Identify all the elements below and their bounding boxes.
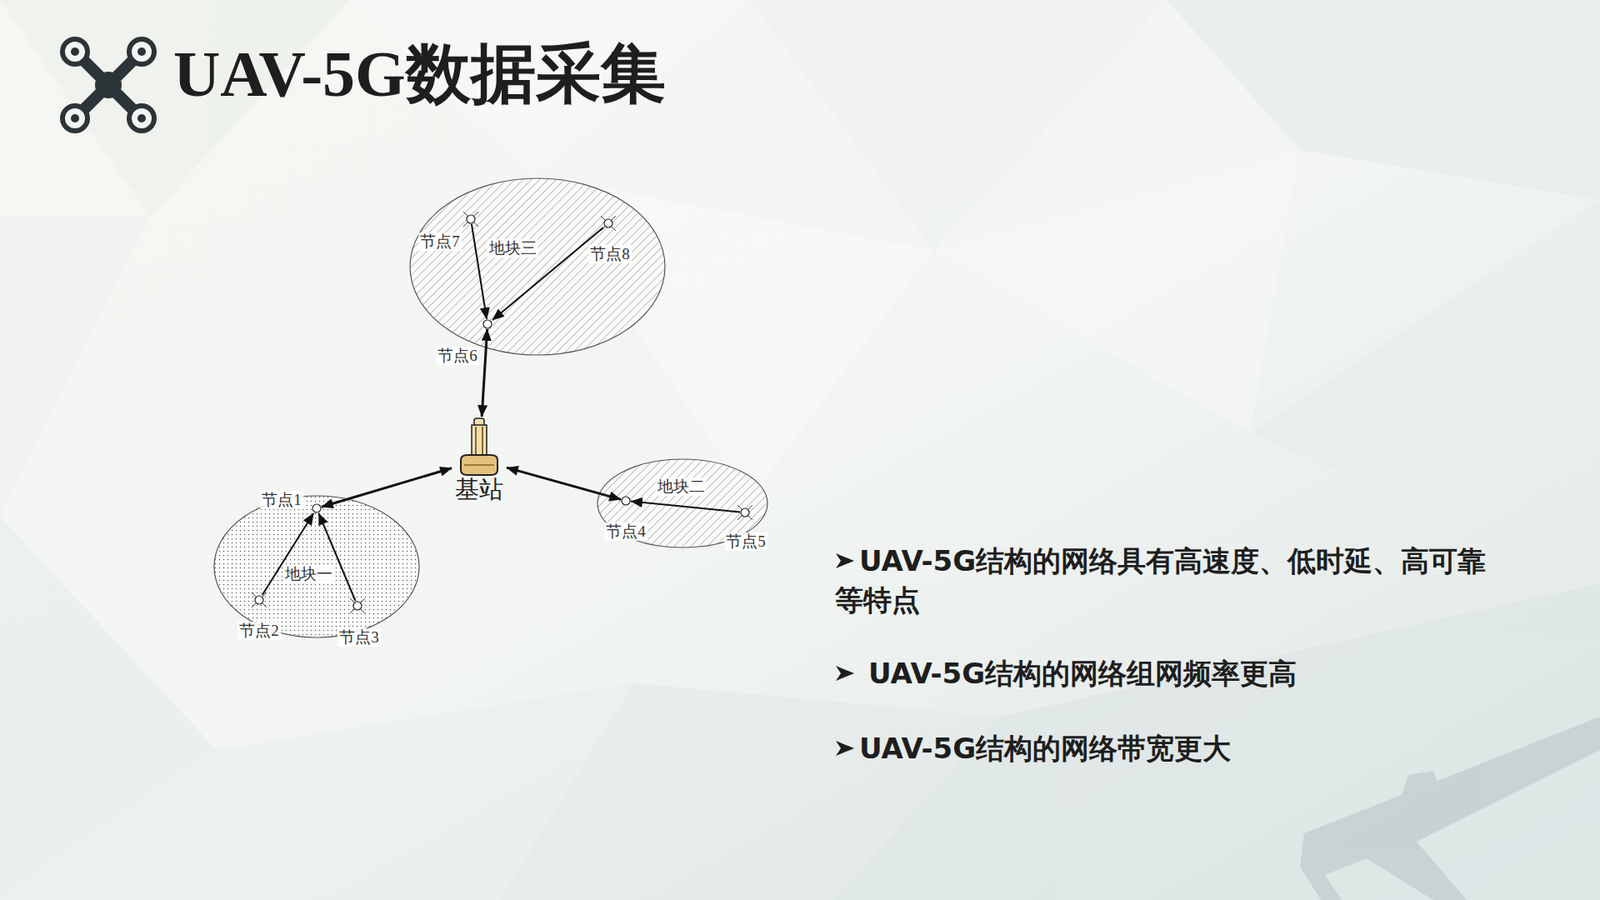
node-label: 节点1 xyxy=(260,490,304,510)
link-arrow xyxy=(481,329,487,417)
bullet-text: UAV-5G结构的网络组网频率更高 xyxy=(835,654,1502,694)
link-arrow xyxy=(506,467,621,500)
bullet-arrow xyxy=(835,553,855,569)
link-arrow xyxy=(630,501,740,513)
node-label: 节点6 xyxy=(435,346,480,365)
node-label: 节点4 xyxy=(604,522,648,541)
land-plot-region: 地块二节点4 节点5 xyxy=(596,458,769,549)
node-label: 节点2 xyxy=(237,621,281,640)
bullet-text: UAV-5G结构的网络带宽更大 xyxy=(835,729,1502,769)
node-marker xyxy=(465,214,476,225)
node-marker xyxy=(740,507,750,518)
node-label: 节点3 xyxy=(337,628,381,647)
sensor-node: 节点8 xyxy=(603,218,614,229)
sensor-node: 节点4 xyxy=(620,495,631,506)
land-plot-region: 地块三 节点7 节点8 节点6 xyxy=(409,177,666,356)
link-arrow xyxy=(321,468,452,507)
link-arrow xyxy=(471,224,487,320)
node-marker xyxy=(311,503,322,514)
region-label: 地块二 xyxy=(655,477,707,496)
sensor-node: 节点1 xyxy=(311,503,322,514)
node-label: 节点5 xyxy=(724,532,768,551)
slide-title: UAV-5G数据采集 xyxy=(173,41,666,107)
base-station: 基站 xyxy=(451,416,507,504)
bullet-arrow xyxy=(835,740,855,756)
node-label: 节点8 xyxy=(588,245,632,264)
node-marker xyxy=(254,595,265,605)
region-outline xyxy=(409,177,666,356)
link-arrow xyxy=(319,513,356,601)
node-label: 节点7 xyxy=(418,232,462,251)
sensor-node: 节点5 xyxy=(740,507,750,518)
bullet-arrow xyxy=(835,665,855,681)
sensor-node: 节点2 xyxy=(254,595,265,605)
drone-icon xyxy=(62,39,155,131)
node-marker xyxy=(482,319,493,330)
node-marker xyxy=(620,495,631,506)
base-station-icon xyxy=(455,416,503,477)
bullet-text: UAV-5G结构的网络具有高速度、低时延、高可靠等特点 xyxy=(835,541,1502,620)
region-label: 地块三 xyxy=(487,239,539,258)
node-marker xyxy=(352,600,363,611)
region-label: 地块一 xyxy=(283,565,335,584)
sensor-node: 节点3 xyxy=(352,600,363,611)
sensor-node: 节点6 xyxy=(482,319,493,330)
airplane-watermark xyxy=(1300,716,1600,900)
sensor-node: 节点7 xyxy=(465,214,476,225)
base-station-label: 基站 xyxy=(451,476,507,504)
node-marker xyxy=(603,218,614,229)
land-plot-region: 地块一 节点1 节点2 节点3 xyxy=(213,495,420,639)
